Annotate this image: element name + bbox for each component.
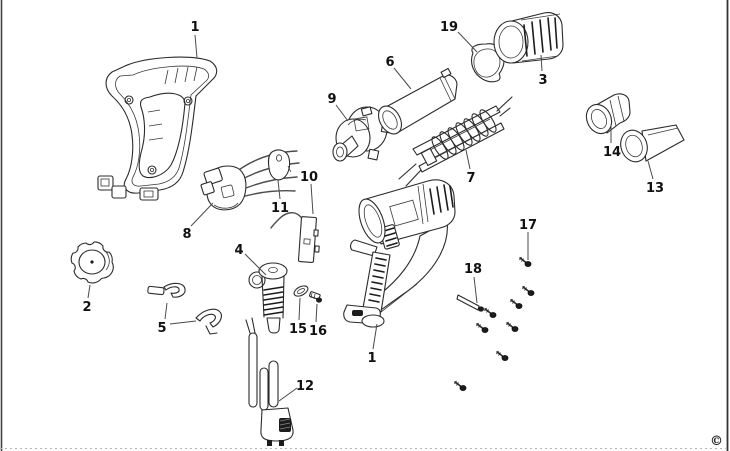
housing-base-tabs	[97, 175, 159, 201]
callout-plunger: 4	[234, 243, 243, 258]
callout-element: 7	[466, 171, 475, 186]
callout-cover: 11	[271, 201, 289, 216]
part-cover-plate	[267, 149, 292, 181]
part-washer-15	[293, 285, 309, 297]
callout-washer: 15	[289, 322, 307, 337]
callout-tube: 6	[385, 55, 394, 70]
part-clips	[147, 282, 222, 335]
callout-body: 1	[367, 351, 376, 366]
screw-icon	[509, 298, 523, 310]
copyright-mark: ©	[710, 434, 723, 449]
plunger-spring-coil	[263, 286, 284, 316]
housing-rib-lines	[147, 66, 198, 141]
callout-switch: 8	[182, 227, 191, 242]
part-screw-16	[309, 291, 322, 303]
screw-icon	[518, 256, 532, 268]
part-barrel-guard	[493, 12, 564, 64]
leader-lines	[87, 31, 654, 402]
callout-knob: 2	[82, 300, 91, 315]
plug-grille	[279, 418, 291, 432]
part-screws-17	[453, 256, 535, 392]
part-plunger	[248, 262, 288, 334]
part-switch	[200, 150, 300, 211]
part-motor-fan	[332, 106, 391, 162]
part-barrel-tube	[377, 67, 458, 135]
callout-clips: 5	[157, 321, 166, 336]
element-coil	[431, 109, 497, 160]
screw-icon	[453, 380, 467, 392]
screw-icon	[495, 350, 509, 362]
part-main-body	[343, 179, 456, 328]
callout-seal: 19	[440, 20, 458, 35]
callout-nozzle-flat: 13	[646, 181, 664, 196]
part-knob	[70, 241, 114, 284]
callout-pin: 18	[464, 262, 482, 277]
screw-icon	[483, 307, 497, 319]
part-heating-element	[398, 96, 513, 187]
guard-slots	[520, 13, 561, 62]
screw-icon	[521, 285, 535, 297]
callout-cord: 12	[296, 379, 314, 394]
screw-icon	[505, 321, 519, 333]
callout-bracket: 10	[300, 170, 318, 185]
callout-motor: 9	[327, 92, 336, 107]
callout-guard: 3	[538, 73, 547, 88]
part-housing-left-shell	[97, 56, 218, 201]
part-pin-18	[456, 294, 484, 312]
part-slide-bracket	[270, 212, 320, 263]
callout-housing: 1	[190, 20, 199, 35]
part-cone-nozzle	[585, 93, 631, 135]
callout-screw16: 16	[309, 324, 327, 339]
screw-icon	[475, 322, 489, 334]
grip-texture	[368, 257, 387, 303]
part-power-cord	[245, 317, 294, 446]
callout-nozzle-cone: 14	[603, 145, 621, 160]
housing-screw-bosses	[124, 95, 193, 175]
rear-vent-slots	[417, 183, 454, 225]
part-flat-nozzle	[620, 124, 685, 163]
callout-screw17: 17	[519, 218, 537, 233]
